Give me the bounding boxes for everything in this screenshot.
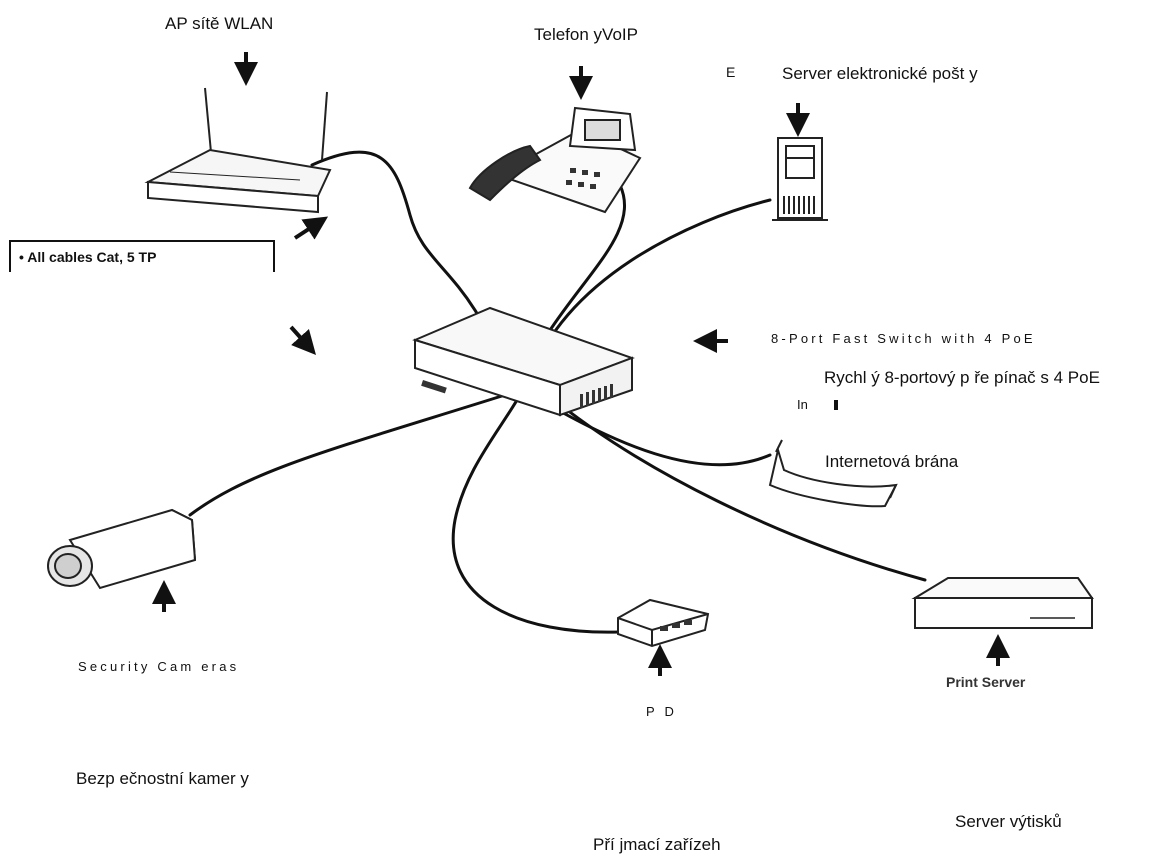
voip-label-cz: Telefon yVoIP — [534, 25, 638, 44]
mail-label-letter: E — [726, 64, 736, 80]
cable-pd — [451, 393, 622, 634]
mail-label-cz: Server elektronické pošt y — [782, 64, 978, 83]
internet-gateway-icon — [768, 439, 898, 508]
camera-label-en: Security Cam eras — [78, 659, 240, 674]
cable-ap — [310, 150, 512, 387]
wlan-router-icon — [144, 87, 332, 214]
ap-label-cz: AP sítě WLAN — [165, 14, 274, 33]
gateway-label-frag: In — [797, 397, 808, 412]
arrows — [152, 52, 1010, 676]
switch-label-en: 8-Port Fast Switch with 4 PoE — [771, 331, 1036, 346]
print-server-icon — [911, 577, 1094, 629]
camera-label-cz: Bezp ečnostní kamer y — [76, 769, 249, 788]
pd-label-cz: Pří jmací zařízeh — [593, 835, 721, 854]
cable-note-box: • All cables Cat, 5 TP — [9, 240, 275, 272]
voip-phone-icon — [468, 106, 642, 214]
switch-label-cz: Rychl ý 8-portový p ře pínač s 4 PoE — [824, 368, 1100, 387]
gateway-label-cz: Internetová brána — [825, 452, 959, 471]
security-camera-icon — [47, 508, 197, 590]
cable-camera — [188, 393, 507, 517]
cable-gateway — [538, 398, 772, 467]
pd-label-en: P D — [646, 704, 678, 719]
cable-print — [546, 393, 927, 582]
mail-server-icon — [772, 137, 828, 221]
poe-switch-icon — [412, 306, 635, 417]
gateway-mark — [834, 400, 838, 410]
print-label-en: Print Server — [946, 674, 1026, 690]
powered-device-icon — [617, 598, 710, 648]
cable-note-text: • All cables Cat, 5 TP — [19, 249, 157, 265]
print-label-cz: Server výtisků — [955, 812, 1062, 831]
arrow-icon — [293, 216, 329, 240]
arrow-icon — [289, 325, 317, 355]
cables — [188, 150, 927, 634]
